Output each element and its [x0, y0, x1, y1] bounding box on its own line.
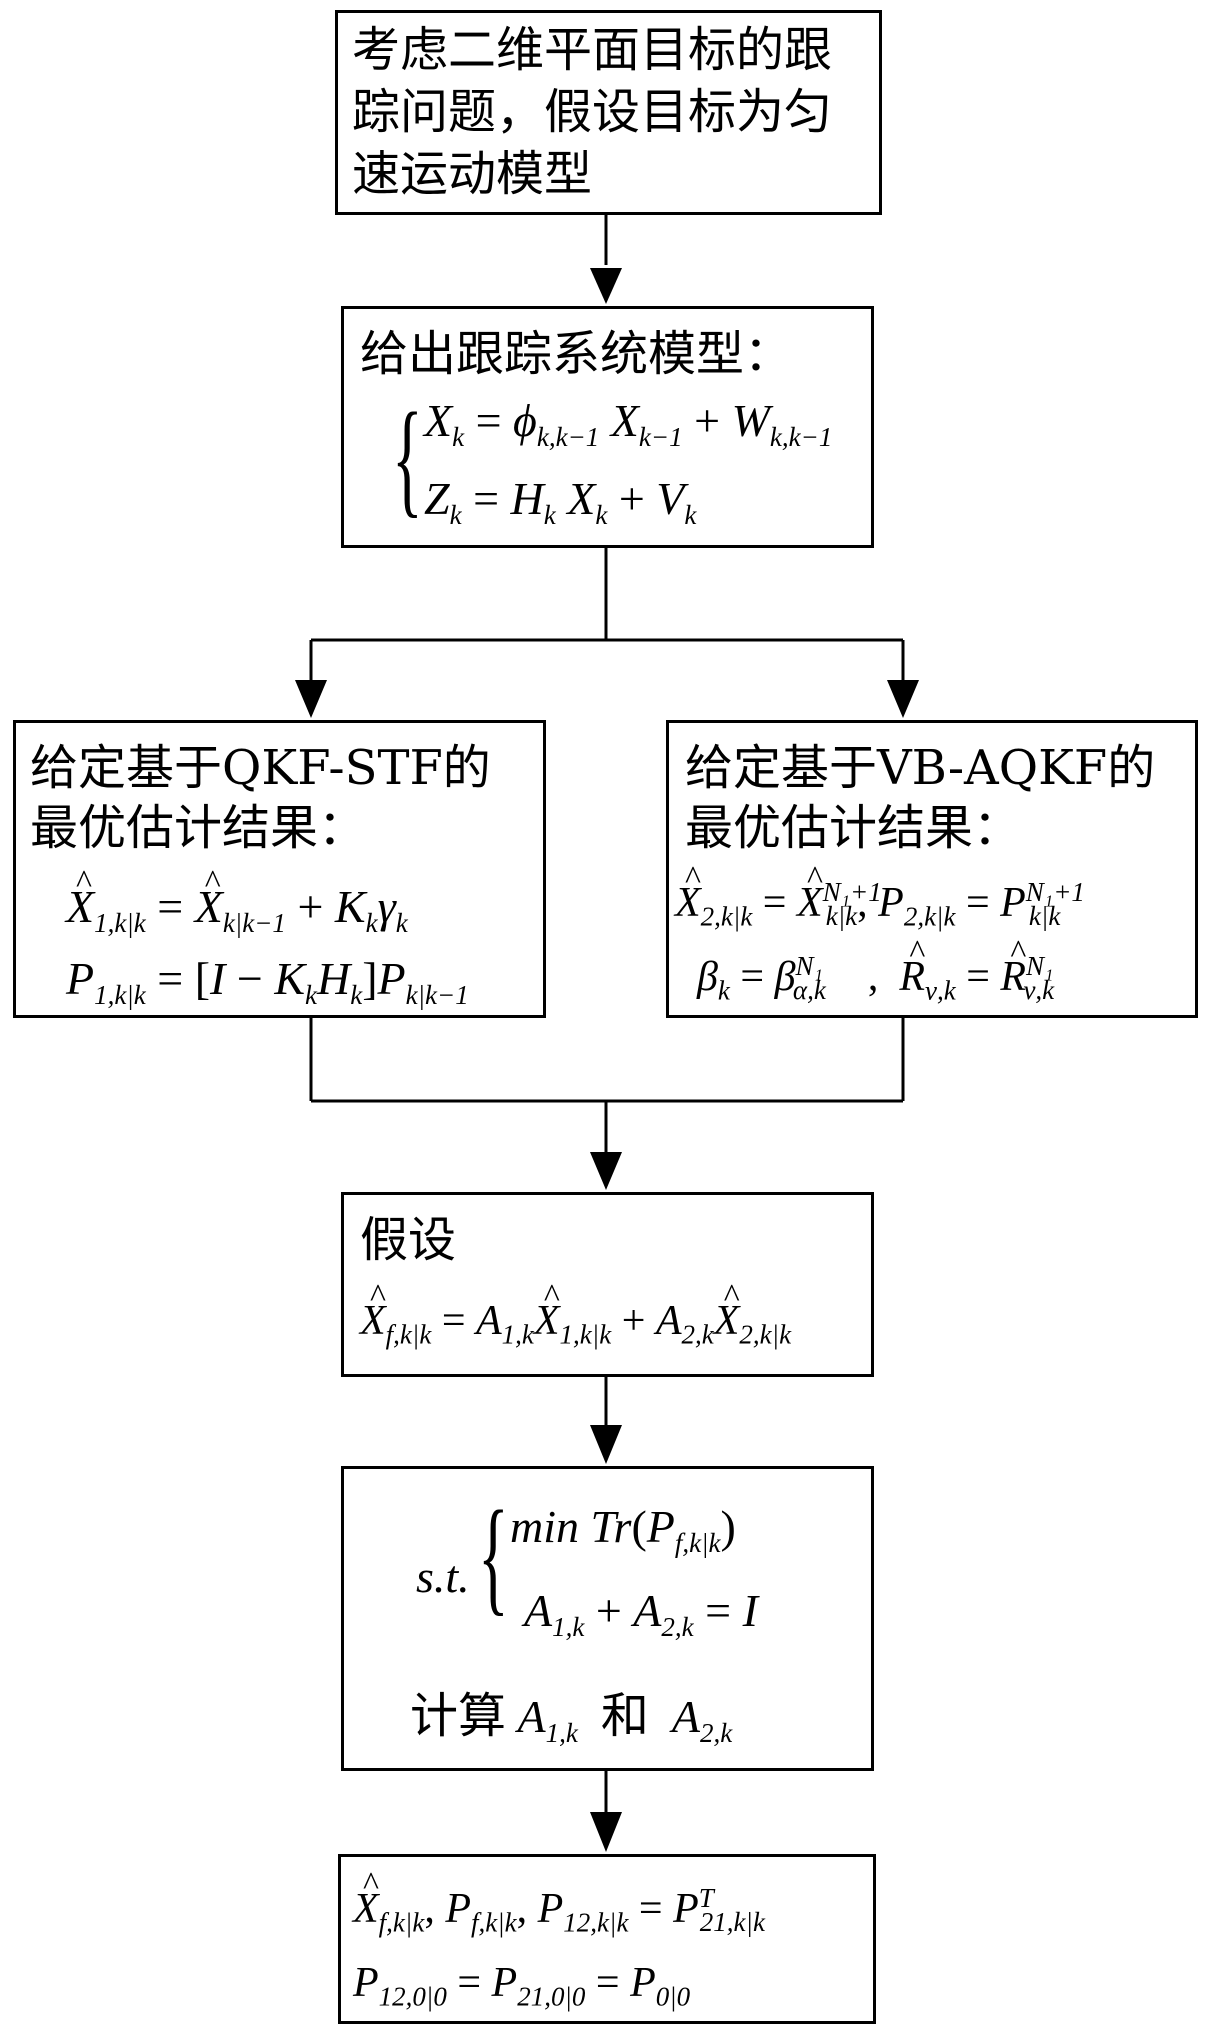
step-6-box: Xf,k|k, Pf,k|k, P12,k|k = PT21,k|k P12,0… — [338, 1854, 876, 2024]
step-4-box: 假设 Xf,k|k = A1,kX1,k|k + A2,kX2,k|k — [341, 1192, 874, 1377]
qkf-state-estimate: X1,k|k = Xk|k−1 + Kkγk — [66, 877, 408, 937]
arrowhead-1-2 — [590, 268, 622, 304]
arrowhead-4-5 — [590, 1425, 622, 1464]
step-3a-box: 给定基于QKF-STF的 最优估计结果： X1,k|k = Xk|k−1 + K… — [13, 720, 546, 1018]
step-1-box: 考虑二维平面目标的跟 踪问题，假设目标为匀 速运动模型 — [335, 10, 882, 215]
step-3a-line-1: 给定基于QKF-STF的 — [30, 737, 491, 799]
step-5-box: s.t. { min Tr(Pf,k|k) A1,k + A2,k = I 计算… — [341, 1466, 874, 1771]
final-outputs: Xf,k|k, Pf,k|k, P12,k|k = PT21,k|k — [353, 1879, 765, 1939]
step-2-box: 给出跟踪系统模型： { Xk = ϕk,k−1 Xk−1 + Wk,k−1 Zk… — [341, 306, 874, 548]
measurement-equation: Zk = Hk Xk + Vk — [424, 469, 696, 529]
step-1-line-2: 踪问题，假设目标为匀 — [352, 81, 832, 143]
step-1-line-3: 速运动模型 — [352, 143, 592, 205]
step-3b-line-2: 最优估计结果： — [685, 797, 1021, 859]
arrowhead-to-4 — [590, 1152, 622, 1190]
step-2-title: 给出跟踪系统模型： — [360, 323, 792, 385]
constraint-brace: { — [478, 1493, 509, 1621]
qkf-covariance: P1,k|k = [I − KkHk]Pk|k−1 — [66, 949, 469, 1009]
system-brace: { — [392, 395, 423, 523]
arrowhead-5-6 — [590, 1812, 622, 1852]
fusion-equation: Xf,k|k = A1,kX1,k|k + A2,kX2,k|k — [360, 1291, 791, 1351]
subject-to-label: s.t. — [416, 1547, 470, 1607]
arrowhead-to-3b — [887, 680, 919, 718]
initial-covariance: P12,0|0 = P21,0|0 = P0|0 — [353, 1953, 690, 2013]
step-3b-line-1: 给定基于VB-AQKF的 — [685, 737, 1155, 799]
step-3b-box: 给定基于VB-AQKF的 最优估计结果： X2,k|k = XN₁+1k|k, … — [666, 720, 1198, 1018]
vb-aqkf-estimate: X2,k|k = XN₁+1k|k, P2,k|k = PN₁+1k|k — [675, 873, 1060, 933]
arrowhead-to-3a — [295, 680, 327, 718]
compute-weights: 计算 A1,k 和 A2,k — [410, 1685, 732, 1747]
step-4-title: 假设 — [360, 1209, 456, 1271]
step-3a-line-2: 最优估计结果： — [30, 797, 366, 859]
step-1-line-1: 考虑二维平面目标的跟 — [352, 19, 832, 81]
objective-trace: min Tr(Pf,k|k) — [510, 1497, 736, 1557]
vb-aqkf-parameters: βk = βN₁α,k , Rν,k = RN₁ν,k — [697, 947, 1054, 1007]
weight-constraint: A1,k + A2,k = I — [524, 1581, 758, 1641]
state-equation: Xk = ϕk,k−1 Xk−1 + Wk,k−1 — [424, 391, 832, 451]
